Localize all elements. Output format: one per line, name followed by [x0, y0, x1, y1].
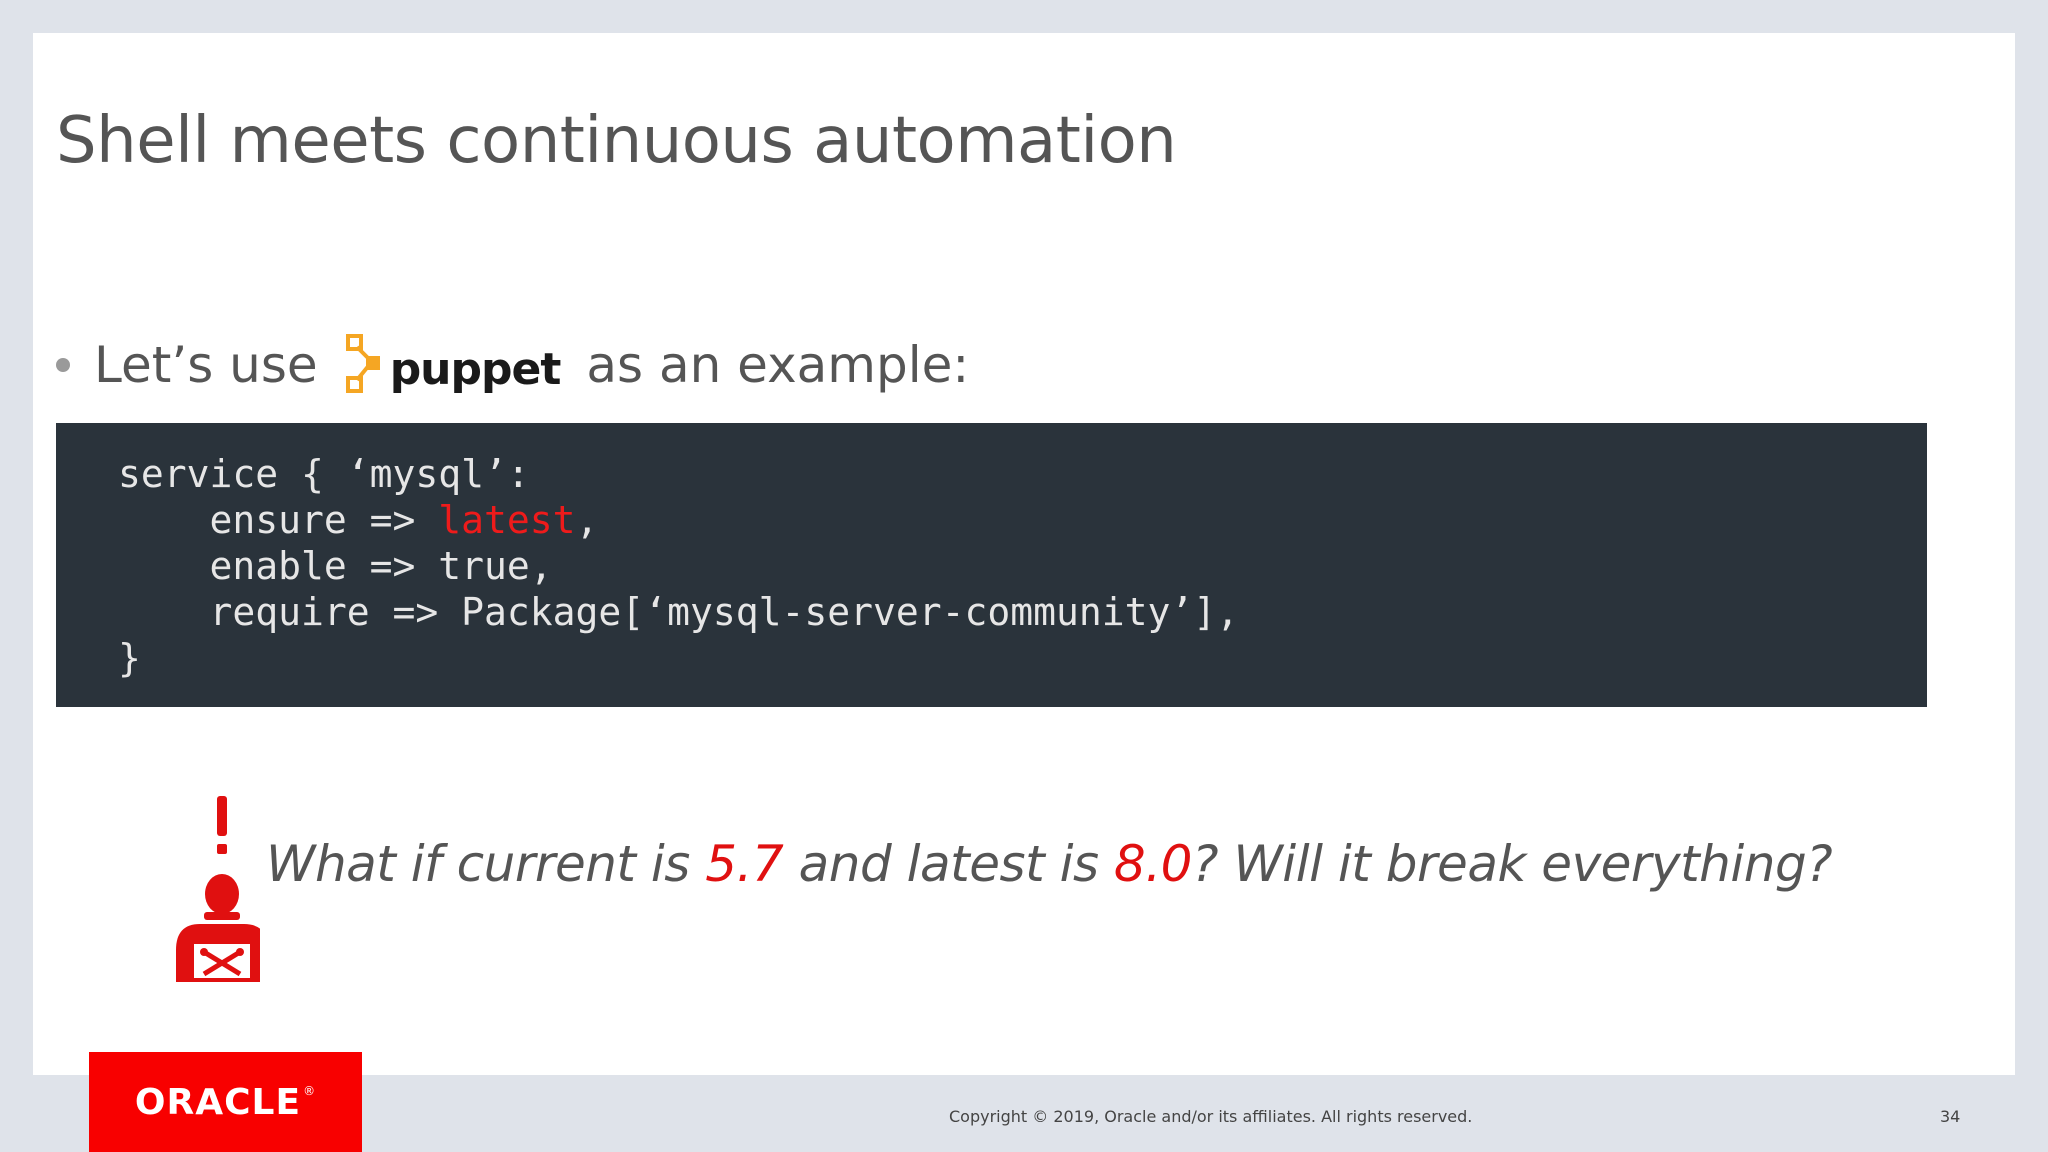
code-line-2b: , — [575, 498, 599, 542]
puppet-logo: puppet — [344, 315, 561, 415]
current-version: 5.7 — [705, 835, 784, 893]
code-line-3: enable => true, — [118, 544, 553, 588]
bullet-dot-icon — [56, 358, 70, 372]
latest-version: 8.0 — [1113, 835, 1193, 893]
oracle-logo: ORACLE® — [89, 1052, 362, 1152]
copyright-notice: Copyright © 2019, Oracle and/or its affi… — [949, 1107, 1473, 1126]
code-line-2a: ensure => — [118, 498, 439, 542]
bullet-item: Let’s use puppet as an example: — [56, 310, 969, 420]
puppet-logo-word: puppet — [389, 343, 562, 395]
bullet-prefix: Let’s use — [94, 336, 318, 394]
code-block: service { ‘mysql’: ensure => latest, ena… — [56, 423, 1927, 707]
bullet-suffix: as an example: — [586, 336, 970, 394]
warning-engineer-icon — [176, 796, 260, 982]
question-part-1: What if current is — [266, 835, 706, 893]
oracle-brand-word: ORACLE — [134, 1081, 302, 1123]
page-number: 34 — [1940, 1107, 1961, 1126]
code-line-4: require => Package[‘mysql-server-communi… — [118, 590, 1240, 634]
code-text: service { ‘mysql’: ensure => latest, ena… — [118, 451, 1239, 681]
question-text: What if current is 5.7 and latest is 8.0… — [266, 835, 1833, 893]
code-line-5: } — [118, 636, 141, 680]
question-part-3: ? Will it break everything? — [1191, 835, 1833, 893]
code-line-1: service { ‘mysql’: — [118, 452, 530, 496]
slide-title: Shell meets continuous automation — [56, 104, 1177, 178]
puppet-logo-icon — [345, 334, 380, 393]
oracle-logo-text: ORACLE® — [134, 1081, 317, 1123]
question-part-2: and latest is — [783, 835, 1114, 893]
code-highlight-latest: latest — [438, 498, 576, 542]
